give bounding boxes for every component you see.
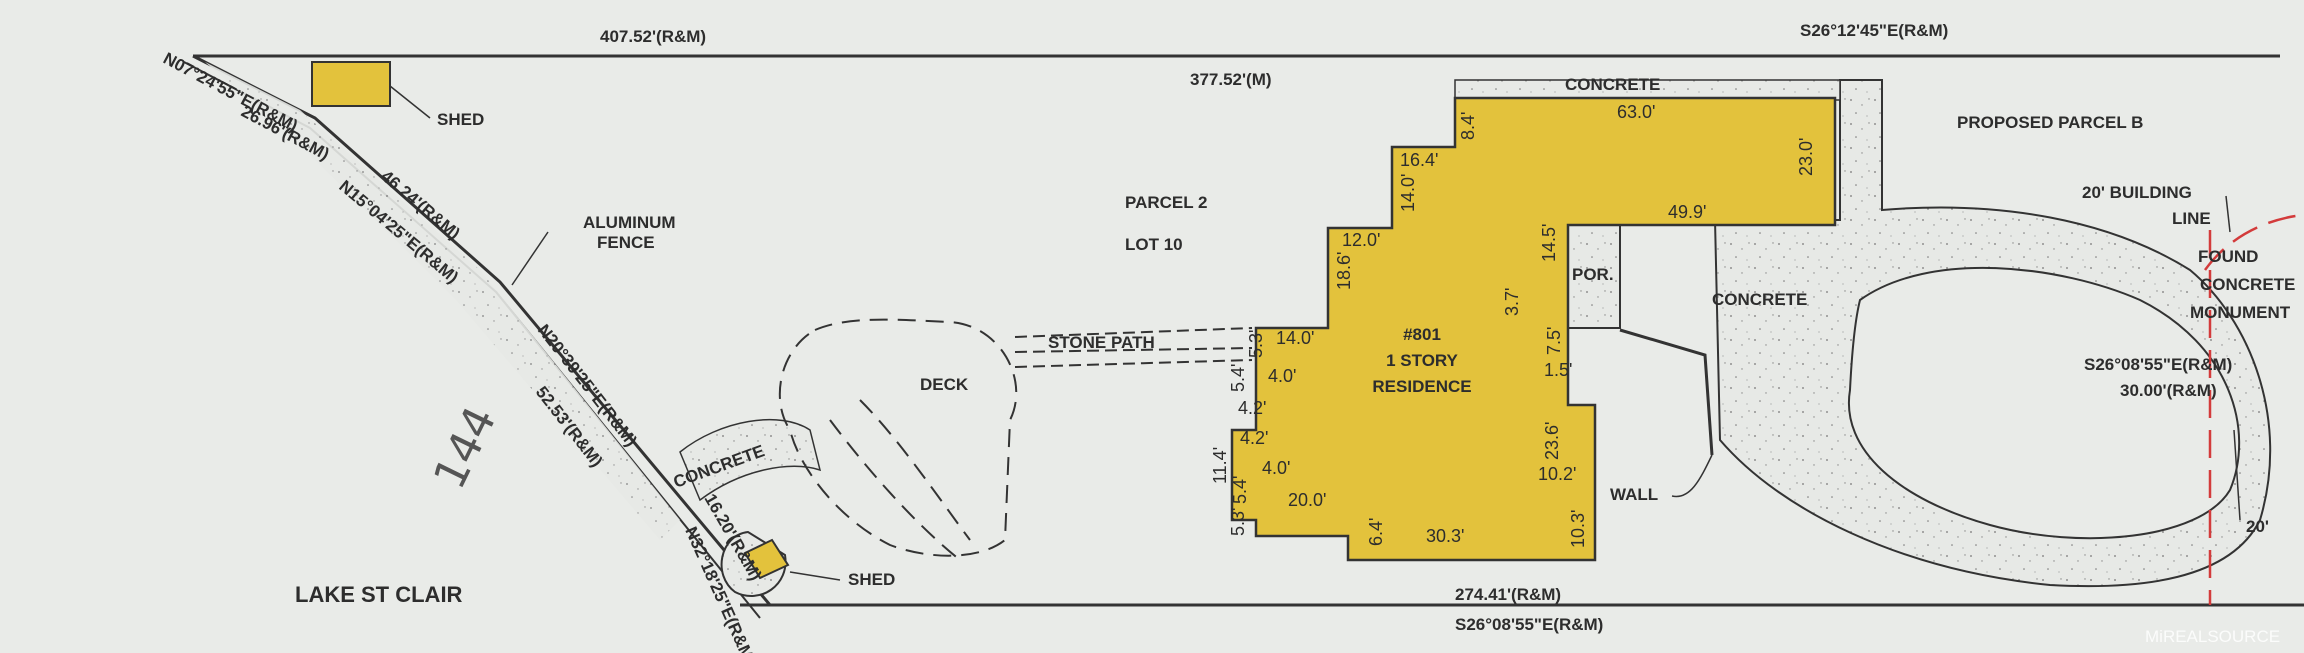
right-bearing-label: S26°08'55"E(R&M) [2084,355,2232,374]
wall-leader [1671,454,1713,498]
dim-4-2-lower: 4.2' [1240,428,1268,448]
house-label-line2: RESIDENCE [1372,377,1471,396]
building-line-label-1: 20' BUILDING [2082,183,2192,202]
wall-label: WALL [1610,485,1658,504]
bottom-bearing-label: S26°08'55"E(R&M) [1455,615,1603,634]
parcel-label: PARCEL 2 [1125,193,1208,212]
concrete-walk-left [679,419,822,502]
shed-top [311,61,391,107]
deck-curve-2 [859,399,971,541]
dim-20-0: 20.0' [1288,490,1326,510]
dim-4-2-upper: 4.2' [1238,398,1266,418]
top-bearing-label: S26°12'45"E(R&M) [1800,21,1948,40]
lot-label: LOT 10 [1125,235,1183,254]
dim-49-9: 49.9' [1668,202,1706,222]
wall-line [1619,328,1714,456]
top-length-rm-label: 407.52'(R&M) [600,27,706,46]
dim-30-3: 30.3' [1426,526,1464,546]
dim-14-0-lower: 14.0' [1276,328,1314,348]
building-line-label-2: LINE [2172,209,2211,228]
house-label-line1: 1 STORY [1386,351,1458,370]
house-number-label: #801 [1403,325,1441,344]
dim-4-0-lower: 4.0' [1262,458,1290,478]
dim-14-5: 14.5' [1539,224,1559,262]
deck-outline [778,318,1018,557]
top-length-m-label: 377.52'(M) [1190,70,1272,89]
fence-leader [511,231,549,286]
dim-63-0: 63.0' [1617,102,1655,122]
right-20-label: 20' [2246,517,2269,536]
dim-5-4-upper: 5.4' [1228,364,1248,392]
shed-top-leader [389,85,431,119]
dim-14-0-upper: 14.0' [1398,174,1418,212]
dim-5-3-lower: 5.3' [1228,508,1248,536]
dim-11-4: 11.4' [1210,447,1230,484]
dim-10-3: 10.3' [1568,510,1588,548]
residence-footprint [1230,96,1837,562]
deck-curve-1 [829,419,961,561]
dim-1-5: 1.5' [1544,360,1572,380]
dim-5-4-lower: 5.4' [1230,476,1250,504]
dim-8-4: 8.4' [1458,112,1478,140]
proposed-parcel-label: PROPOSED PARCEL B [1957,113,2143,132]
dim-6-4: 6.4' [1366,518,1386,546]
dim-4-0-upper: 4.0' [1268,366,1296,386]
stone-path-label: STONE PATH [1048,333,1155,352]
stone-path [1014,327,1253,368]
shed-bottom-label: SHED [848,570,895,589]
concrete-strip [205,62,680,540]
lake-label: LAKE ST CLAIR [295,582,463,607]
dim-18-6: 18.6' [1334,252,1354,290]
dim-3-7: 3.7' [1502,288,1522,316]
right-length-label: 30.00'(R&M) [2120,381,2217,400]
concrete-right-label: CONCRETE [1712,290,1807,309]
driveway-island [1847,266,2241,540]
porch [1567,224,1621,329]
monument-circle [2203,213,2304,271]
shed-bottom [743,538,790,580]
dim-5-3-upper: 5.3' [1246,330,1266,358]
dim-12-0: 12.0' [1342,230,1380,250]
dim-16-4: 16.4' [1400,150,1438,170]
monument-label-2: CONCRETE [2200,275,2295,294]
monument-label-1: FOUND [2198,247,2258,266]
dim-23-6: 23.6' [1542,422,1562,460]
bottom-length-label: 274.41'(R&M) [1455,585,1561,604]
building-line-leader [2225,195,2231,233]
dim-10-2: 10.2' [1538,464,1576,484]
dim-23-0: 23.0' [1796,138,1816,176]
shed-bottom-leader [789,571,841,581]
concrete-walk-top [1454,79,1841,101]
fence-label-line2: FENCE [597,233,655,252]
shed-top-label: SHED [437,110,484,129]
monument-label-3: MONUMENT [2190,303,2291,322]
watermark: MiREALSOURCE [2145,627,2280,646]
right-dim-line [2233,429,2241,521]
dim-7-5: 7.5' [1544,327,1564,355]
porch-label: POR. [1572,265,1614,284]
fence-label-line1: ALUMINUM [583,213,676,232]
deck-label: DECK [920,375,969,394]
concrete-top-label: CONCRETE [1565,75,1660,94]
